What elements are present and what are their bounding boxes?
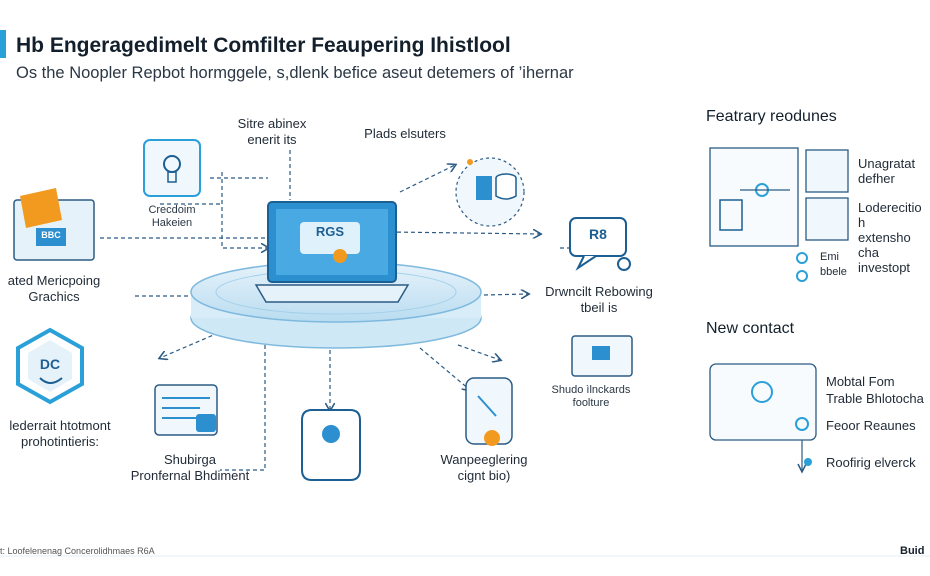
contact-panel	[709, 363, 817, 474]
graphics-icon	[13, 188, 95, 261]
features-item-1: Unagratat defher	[858, 156, 930, 186]
features-panel	[709, 147, 849, 282]
node-right-low-label: Shudo ìlnckards foolture	[536, 384, 646, 410]
box-badge: BBC	[41, 230, 61, 240]
page-title: Hb Engeragedimelt Comfilter Feaupering I…	[16, 34, 511, 57]
node-bottom-left-line2: Pronfernal Bhdiment	[130, 468, 250, 483]
footer-brand: Buid	[900, 545, 925, 557]
node-bottom-right-line1: Wanpeeglering	[440, 452, 528, 467]
node-right-low-line2: foolture	[572, 397, 610, 409]
contact-heading: New contact	[706, 320, 795, 337]
chat-badge: R8	[589, 226, 607, 242]
node-bottom-right-label: Wanpeeglering cignt bio)	[424, 452, 544, 484]
page-subtitle: Os the Noopler Repbot hormggele, s,dlenk…	[16, 64, 574, 82]
flask-icon	[465, 377, 513, 446]
features-item-3-line2: bbele	[820, 266, 847, 278]
node-top-center-line2: enerit its	[247, 132, 297, 147]
monitor-icon	[571, 335, 633, 377]
node-bottom-right-line2: cignt bio)	[457, 468, 511, 483]
node-right-mid-line1: Drwncilt Rebowing	[545, 284, 653, 299]
chat-bubble-icon	[569, 217, 631, 271]
node-top-left-line2: Hakeien	[151, 217, 193, 229]
dc-badge: DC	[39, 356, 61, 372]
features-item-1-line2: defher	[858, 171, 895, 186]
node-top-center-label: Sitre abinex enerit its	[220, 116, 324, 148]
contact-item-4[interactable]: Roofirig elverck	[826, 455, 916, 470]
node-left-mid-line2: Grachics	[28, 289, 80, 304]
contact-item-2[interactable]: Trable Bhlotocha	[826, 391, 924, 406]
node-right-low-line1: Shudo ìlnckards	[551, 384, 631, 396]
node-top-right-label: Plads elsuters	[364, 126, 446, 141]
node-right-mid-label: Drwncilt Rebowing tbeil is	[532, 284, 666, 316]
node-top-center-line1: Sitre abinex	[237, 116, 307, 131]
features-item-2-line2: extensho cha	[858, 230, 911, 260]
shield-icon	[301, 409, 361, 481]
features-item-3-line1: Emi	[820, 251, 839, 263]
connector-lines	[100, 150, 610, 471]
title-accent-bar	[0, 30, 6, 58]
node-top-left-line1: Crecdoim	[148, 204, 196, 216]
node-left-low-label: lederrait htotmont prohotintieris:	[0, 418, 120, 450]
features-item-2-line3: investopt	[858, 260, 911, 275]
node-left-low-line1: lederrait htotmont	[9, 418, 111, 433]
node-bottom-left-line1: Shubirga	[163, 452, 217, 467]
features-item-1-line1: Unagratat	[858, 156, 916, 171]
laptop-icon	[254, 201, 410, 303]
node-left-mid-label: ated Mericpoing Grachics	[0, 273, 108, 305]
laptop-badge: RGS	[315, 224, 345, 239]
features-heading: Featrary reodunes	[706, 108, 837, 125]
footer-credit: t: Loofelenenag Concerolidhmaes R6A	[0, 546, 155, 556]
card-icon	[154, 384, 218, 436]
contact-item-1[interactable]: Mobtal Fom	[826, 374, 895, 389]
contact-item-3[interactable]: Feoor Reaunes	[826, 418, 916, 433]
features-item-3: Emi bbele	[820, 250, 880, 280]
hexagon-icon	[16, 327, 84, 405]
node-left-low-line2: prohotintieris:	[20, 434, 100, 449]
database-icon	[455, 157, 525, 227]
node-left-mid-line1: ated Mericpoing	[7, 273, 101, 288]
lightbulb-icon	[143, 139, 201, 197]
features-item-2-line1: Loderecitio h	[858, 200, 922, 230]
node-top-left-label: Crecdoim Hakeien	[136, 204, 208, 230]
features-item-2: Loderecitio h extensho cha investopt	[858, 200, 930, 275]
node-bottom-left-label: Shubirga Pronfernal Bhdiment	[116, 452, 264, 484]
node-right-mid-line2: tbeil is	[580, 300, 618, 315]
